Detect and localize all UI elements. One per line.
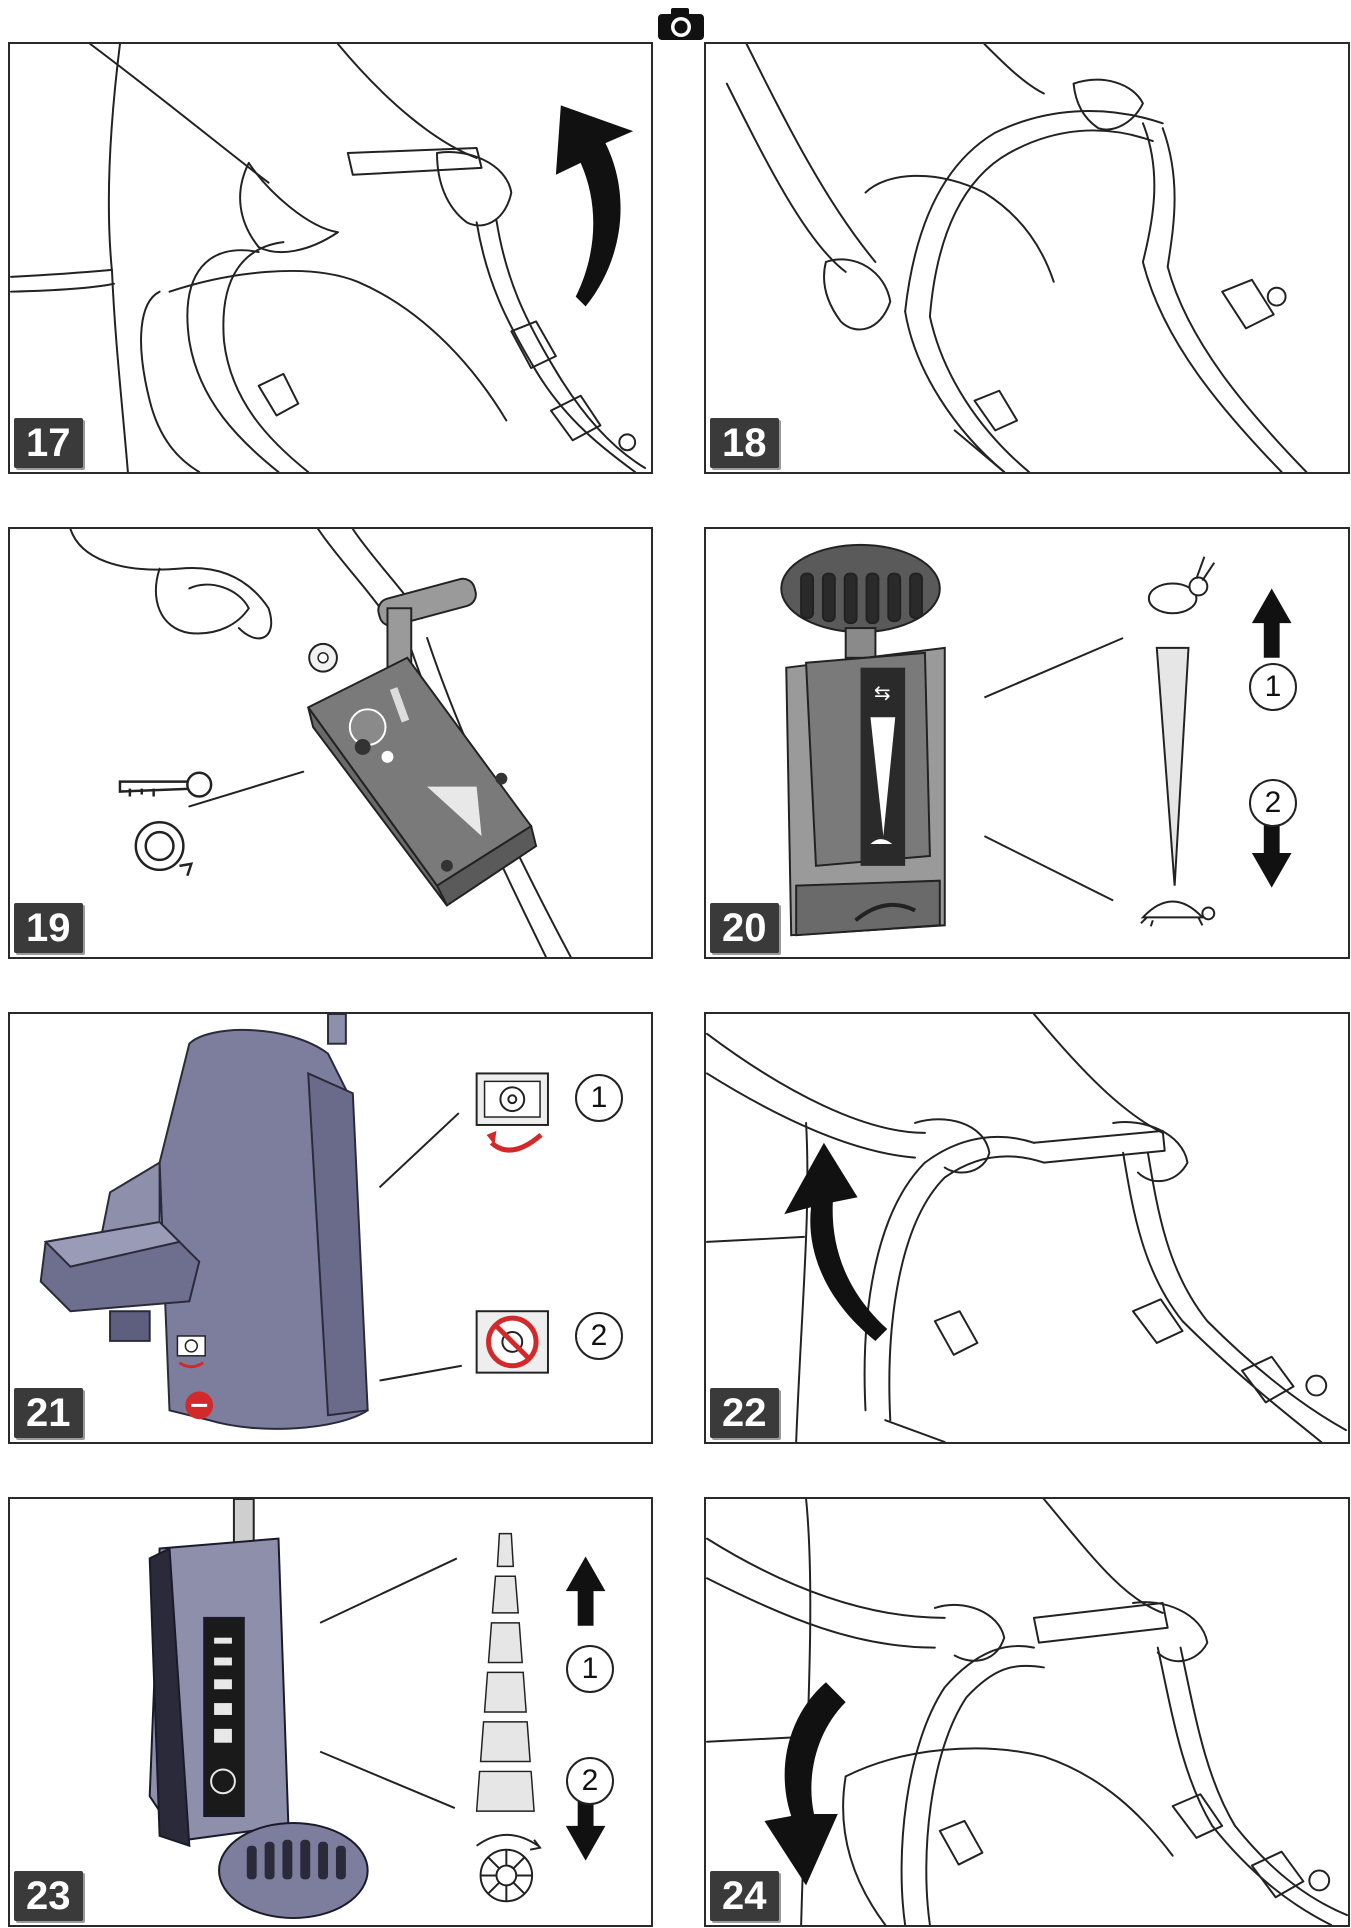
handle-engage-illustration: [706, 1014, 1348, 1442]
panel-18: 18: [704, 42, 1350, 474]
lower-arrow-icon: [764, 1682, 846, 1886]
key-icon-legend: [118, 771, 213, 798]
down-arrow-icon: [565, 1791, 606, 1861]
up-arrow-icon: [1251, 588, 1292, 658]
up-arrow-icon: [565, 1556, 606, 1626]
callout-2: 2: [575, 1312, 623, 1360]
turtle-icon: [1140, 900, 1216, 927]
height-adjust-illustration: [148, 1499, 606, 1920]
speed-lever-housing: ⇆: [785, 646, 946, 937]
panel-17: 17: [8, 42, 653, 474]
ignition-switch-unit: [306, 656, 538, 907]
gear-icon: [475, 1072, 549, 1153]
raise-arrow-icon: [784, 1142, 888, 1341]
height-scale: [475, 1532, 535, 1812]
handle-lower-illustration: [706, 1499, 1348, 1925]
gear-blocked-icon: [475, 1310, 549, 1374]
panel-20: ⇆ 1 2 20: [704, 527, 1350, 959]
drive-control-housing: [39, 1014, 369, 1430]
step-number-20: 20: [710, 903, 779, 953]
raise-arrow-icon: [555, 105, 634, 307]
panel-19: 19: [8, 527, 653, 959]
step-number-19: 19: [14, 903, 83, 953]
key-icon: [308, 642, 338, 673]
panel-21: 1 2 21: [8, 1012, 653, 1444]
speed-scale-wedge: [1155, 646, 1190, 886]
wheel-icon: [476, 1833, 542, 1903]
step-number-24: 24: [710, 1871, 779, 1921]
panel-23: 1 2 23: [8, 1497, 653, 1927]
svg-text:⇆: ⇆: [874, 681, 891, 704]
panel-24: 24: [704, 1497, 1350, 1927]
handle-raise-illustration: [10, 44, 647, 472]
step-number-17: 17: [14, 418, 83, 468]
rabbit-icon: [1147, 556, 1216, 615]
callout-1: 1: [575, 1074, 623, 1122]
height-adjust-housing: [148, 1537, 369, 1920]
down-arrow-icon: [1251, 818, 1292, 888]
callout-1: 1: [1249, 663, 1297, 711]
callout-1: 1: [566, 1645, 614, 1693]
rotate-arrow-icon: [134, 821, 194, 877]
speed-control-illustration: ⇆: [780, 543, 1292, 937]
step-number-23: 23: [14, 1871, 83, 1921]
camera-icon: [658, 8, 704, 40]
callout-2: 2: [566, 1757, 614, 1805]
speed-knob: [780, 543, 941, 659]
step-number-18: 18: [710, 418, 779, 468]
drive-control-illustration: [39, 1014, 549, 1430]
key-switch-illustration: [69, 529, 572, 957]
step-number-22: 22: [710, 1388, 779, 1438]
callout-2: 2: [1249, 779, 1297, 827]
step-number-21: 21: [14, 1388, 83, 1438]
handle-fold-illustration: [725, 44, 1308, 472]
panel-22: 22: [704, 1012, 1350, 1444]
